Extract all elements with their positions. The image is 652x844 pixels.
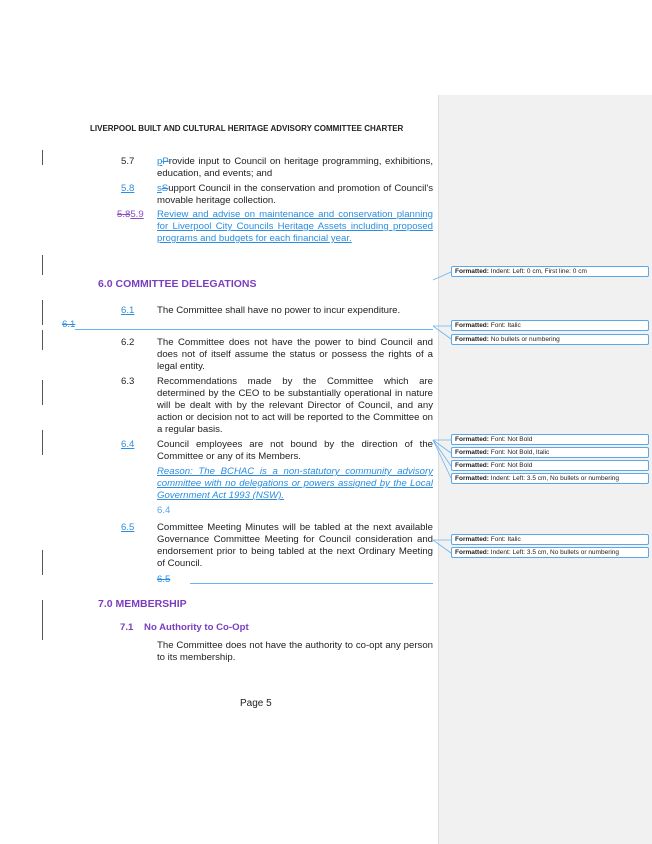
comment-balloon[interactable]: Formatted: No bullets or numbering: [451, 334, 649, 345]
comment-text: Font: Italic: [490, 536, 521, 543]
item-6-4: 6.4 Council employees are not bound by t…: [98, 439, 433, 463]
item-6-3: 6.3 Recommendations made by the Committe…: [98, 376, 433, 436]
deleted-text: 5.8: [117, 209, 131, 220]
comment-balloon[interactable]: Formatted: Font: Not Bold: [451, 434, 649, 445]
reason-paragraph: Reason: The BCHAC is a non-statutory com…: [98, 466, 433, 502]
change-bar: [42, 380, 43, 405]
deleted-6-1-row: 6.1: [62, 319, 433, 333]
page-number: Page 5: [240, 698, 272, 709]
deleted-number: 6.5: [157, 574, 171, 585]
item-6-1: 6.1 The Committee shall have no power to…: [98, 305, 433, 317]
change-bar: [42, 150, 43, 165]
subsection-title: No Authority to Co-Opt: [144, 622, 249, 633]
item-number: 6.5: [121, 522, 135, 533]
item-6-5: 6.5 Committee Meeting Minutes will be ta…: [98, 522, 433, 570]
item-number: 5.7: [121, 156, 135, 167]
comment-label: Formatted:: [455, 268, 489, 275]
item-text: The Committee does not have the authorit…: [157, 640, 433, 663]
item-text: Review and advise on maintenance and con…: [157, 209, 433, 244]
comment-label: Formatted:: [455, 462, 489, 469]
comment-balloon[interactable]: Formatted: Indent: Left: 3.5 cm, No bull…: [451, 473, 649, 484]
comment-balloon[interactable]: Formatted: Indent: Left: 0 cm, First lin…: [451, 266, 649, 277]
item-5-9: 5.85.9 Review and advise on maintenance …: [98, 209, 433, 245]
item-number: 5.85.9: [117, 209, 144, 221]
item-text: rovide input to Council on heritage prog…: [157, 156, 433, 179]
item-number: 6.1: [121, 305, 135, 316]
item-text: Committee Meeting Minutes will be tabled…: [157, 522, 433, 569]
item-number: 5.8: [121, 183, 135, 194]
revision-line: [75, 329, 433, 330]
item-number: 6.2: [121, 337, 135, 348]
item-number: 6.4: [121, 439, 135, 450]
comment-label: Formatted:: [455, 449, 489, 456]
comment-label: Formatted:: [455, 336, 489, 343]
comment-text: Indent: Left: 3.5 cm, No bullets or numb…: [490, 549, 620, 556]
comment-label: Formatted:: [455, 436, 489, 443]
comment-text: Indent: Left: 0 cm, First line: 0 cm: [490, 268, 587, 275]
reason-text: Reason: The BCHAC is a non-statutory com…: [157, 466, 433, 501]
item-6-2: 6.2 The Committee does not have the powe…: [98, 337, 433, 373]
comment-label: Formatted:: [455, 536, 489, 543]
section-6-heading: 6.0 COMMITTEE DELEGATIONS: [98, 278, 257, 290]
deleted-number: 6.1: [62, 319, 76, 330]
change-bar: [42, 330, 43, 350]
item-5-7: 5.7 pProvide input to Council on heritag…: [98, 156, 433, 180]
comment-label: Formatted:: [455, 549, 489, 556]
change-bar: [42, 550, 43, 575]
inserted-text: 5.9: [130, 209, 144, 220]
item-5-8: 5.8 sSupport Council in the conservation…: [98, 183, 433, 207]
comment-label: Formatted:: [455, 322, 489, 329]
comment-text: No bullets or numbering: [490, 336, 560, 343]
deleted-text: S: [161, 183, 169, 194]
item-number: 6.3: [121, 376, 135, 387]
comment-text: Font: Italic: [490, 322, 521, 329]
deleted-text: P: [162, 156, 169, 167]
comment-balloon[interactable]: Formatted: Font: Italic: [451, 534, 649, 545]
item-text: Recommendations made by the Committee wh…: [157, 376, 433, 435]
comment-balloon[interactable]: Formatted: Font: Italic: [451, 320, 649, 331]
number-6-4-row: 6.4: [98, 505, 433, 517]
change-bar: [42, 430, 43, 455]
comment-balloon[interactable]: Formatted: Font: Not Bold, Italic: [451, 447, 649, 458]
change-bar: [42, 300, 43, 325]
change-bar: [42, 600, 43, 640]
comment-balloon[interactable]: Formatted: Indent: Left: 3.5 cm, No bull…: [451, 547, 649, 558]
inserted-text: s: [157, 183, 162, 194]
change-bar: [42, 255, 43, 275]
comment-label: Formatted:: [455, 475, 489, 482]
item-text: Council employees are not bound by the d…: [157, 439, 433, 462]
item-7-1-text: The Committee does not have the authorit…: [98, 640, 433, 664]
comment-text: Font: Not Bold, Italic: [490, 449, 550, 456]
item-text: upport Council in the conservation and p…: [157, 183, 433, 206]
subsection-number: 7.1: [120, 622, 134, 633]
document-body: 5.7 pProvide input to Council on heritag…: [62, 156, 433, 664]
section-7-heading: 7.0 MEMBERSHIP: [98, 598, 187, 610]
subsection-7-1: 7.1 No Authority to Co-Opt: [98, 622, 433, 634]
comment-text: Indent: Left: 3.5 cm, No bullets or numb…: [490, 475, 620, 482]
revision-line: [190, 583, 433, 584]
document-header: LIVERPOOL BUILT AND CULTURAL HERITAGE AD…: [90, 124, 404, 133]
inserted-text: p: [157, 156, 163, 167]
comment-text: Font: Not Bold: [490, 462, 533, 469]
deleted-6-5-row: 6.5: [98, 574, 433, 586]
item-number: 6.4: [157, 505, 171, 516]
comment-balloon[interactable]: Formatted: Font: Not Bold: [451, 460, 649, 471]
item-text: The Committee does not have the power to…: [157, 337, 433, 372]
comment-text: Font: Not Bold: [490, 436, 533, 443]
item-text: The Committee shall have no power to inc…: [157, 305, 401, 316]
